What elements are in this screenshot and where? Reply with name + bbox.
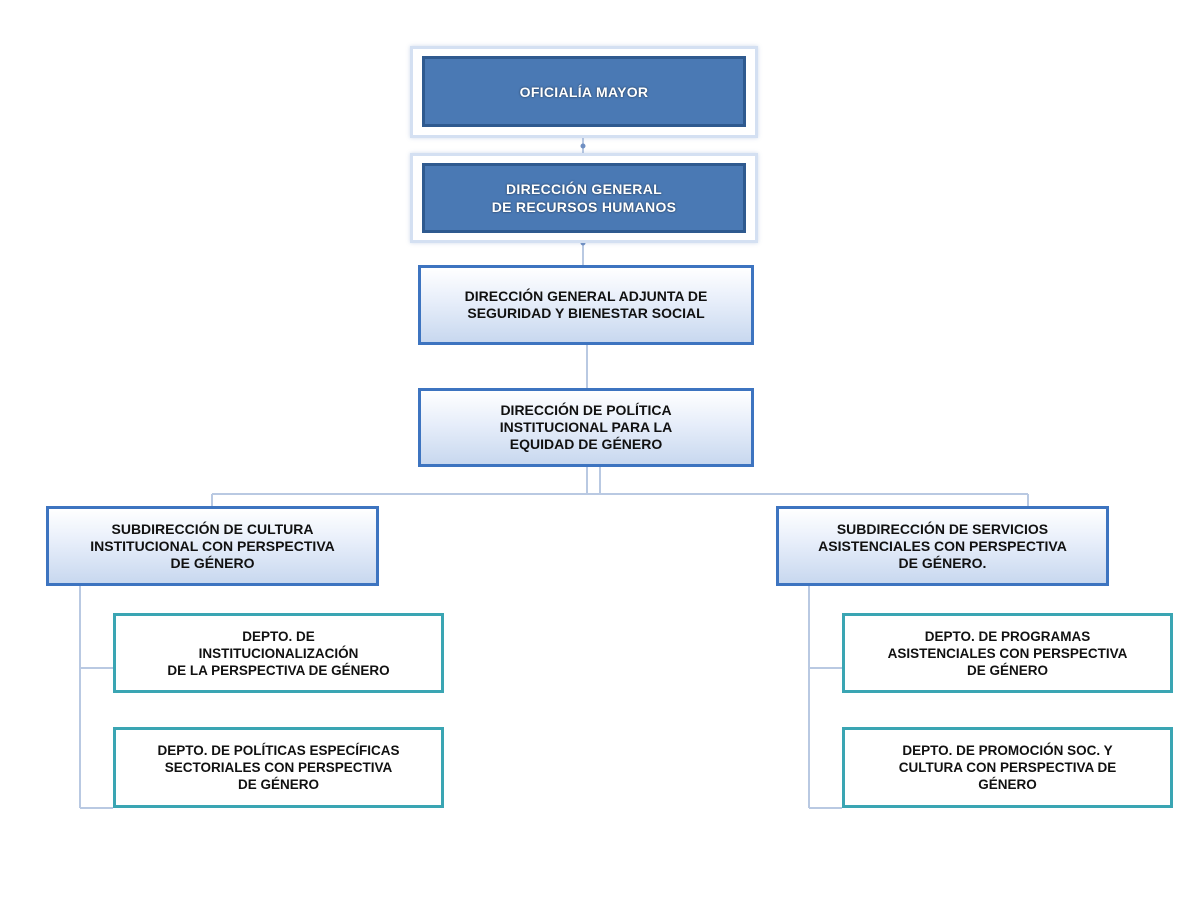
node-direccion-adjunta-label: DIRECCIÓN GENERAL ADJUNTA DE SEGURIDAD Y… — [464, 288, 708, 321]
node-subdireccion-servicios-label: SUBDIRECCIÓN DE SERVICIOS ASISTENCIALES … — [818, 520, 1067, 571]
node-depto-programas-asistenciales-label: DEPTO. DE PROGRAMAS ASISTENCIALES CON PE… — [887, 628, 1128, 678]
node-depto-institucionalizacion-label: DEPTO. DE INSTITUCIONALIZACIÓN DE LA PER… — [167, 628, 390, 678]
connector-dot-1 — [580, 143, 586, 149]
node-depto-promocion-social: DEPTO. DE PROMOCIÓN SOC. Y CULTURA CON P… — [842, 727, 1173, 808]
node-direccion-politica-label: DIRECCIÓN DE POLÍTICA INSTITUCIONAL PARA… — [499, 402, 673, 452]
node-oficialia-mayor: OFICIALÍA MAYOR — [422, 56, 746, 127]
node-direccion-general-rh: DIRECCIÓN GENERAL DE RECURSOS HUMANOS — [422, 163, 746, 233]
node-direccion-general-rh-label: DIRECCIÓN GENERAL DE RECURSOS HUMANOS — [491, 181, 677, 215]
node-subdireccion-cultura: SUBDIRECCIÓN DE CULTURA INSTITUCIONAL CO… — [46, 506, 379, 586]
node-direccion-politica: DIRECCIÓN DE POLÍTICA INSTITUCIONAL PARA… — [418, 388, 754, 467]
node-depto-politicas-especificas-label: DEPTO. DE POLÍTICAS ESPECÍFICAS SECTORIA… — [157, 743, 400, 792]
node-subdireccion-cultura-label: SUBDIRECCIÓN DE CULTURA INSTITUCIONAL CO… — [90, 520, 335, 571]
node-oficialia-mayor-label: OFICIALÍA MAYOR — [519, 83, 649, 100]
node-direccion-adjunta: DIRECCIÓN GENERAL ADJUNTA DE SEGURIDAD Y… — [418, 265, 754, 345]
node-depto-programas-asistenciales: DEPTO. DE PROGRAMAS ASISTENCIALES CON PE… — [842, 613, 1173, 693]
node-depto-promocion-social-label: DEPTO. DE PROMOCIÓN SOC. Y CULTURA CON P… — [898, 743, 1117, 792]
node-depto-politicas-especificas: DEPTO. DE POLÍTICAS ESPECÍFICAS SECTORIA… — [113, 727, 444, 808]
node-subdireccion-servicios: SUBDIRECCIÓN DE SERVICIOS ASISTENCIALES … — [776, 506, 1109, 586]
node-depto-institucionalizacion: DEPTO. DE INSTITUCIONALIZACIÓN DE LA PER… — [113, 613, 444, 693]
